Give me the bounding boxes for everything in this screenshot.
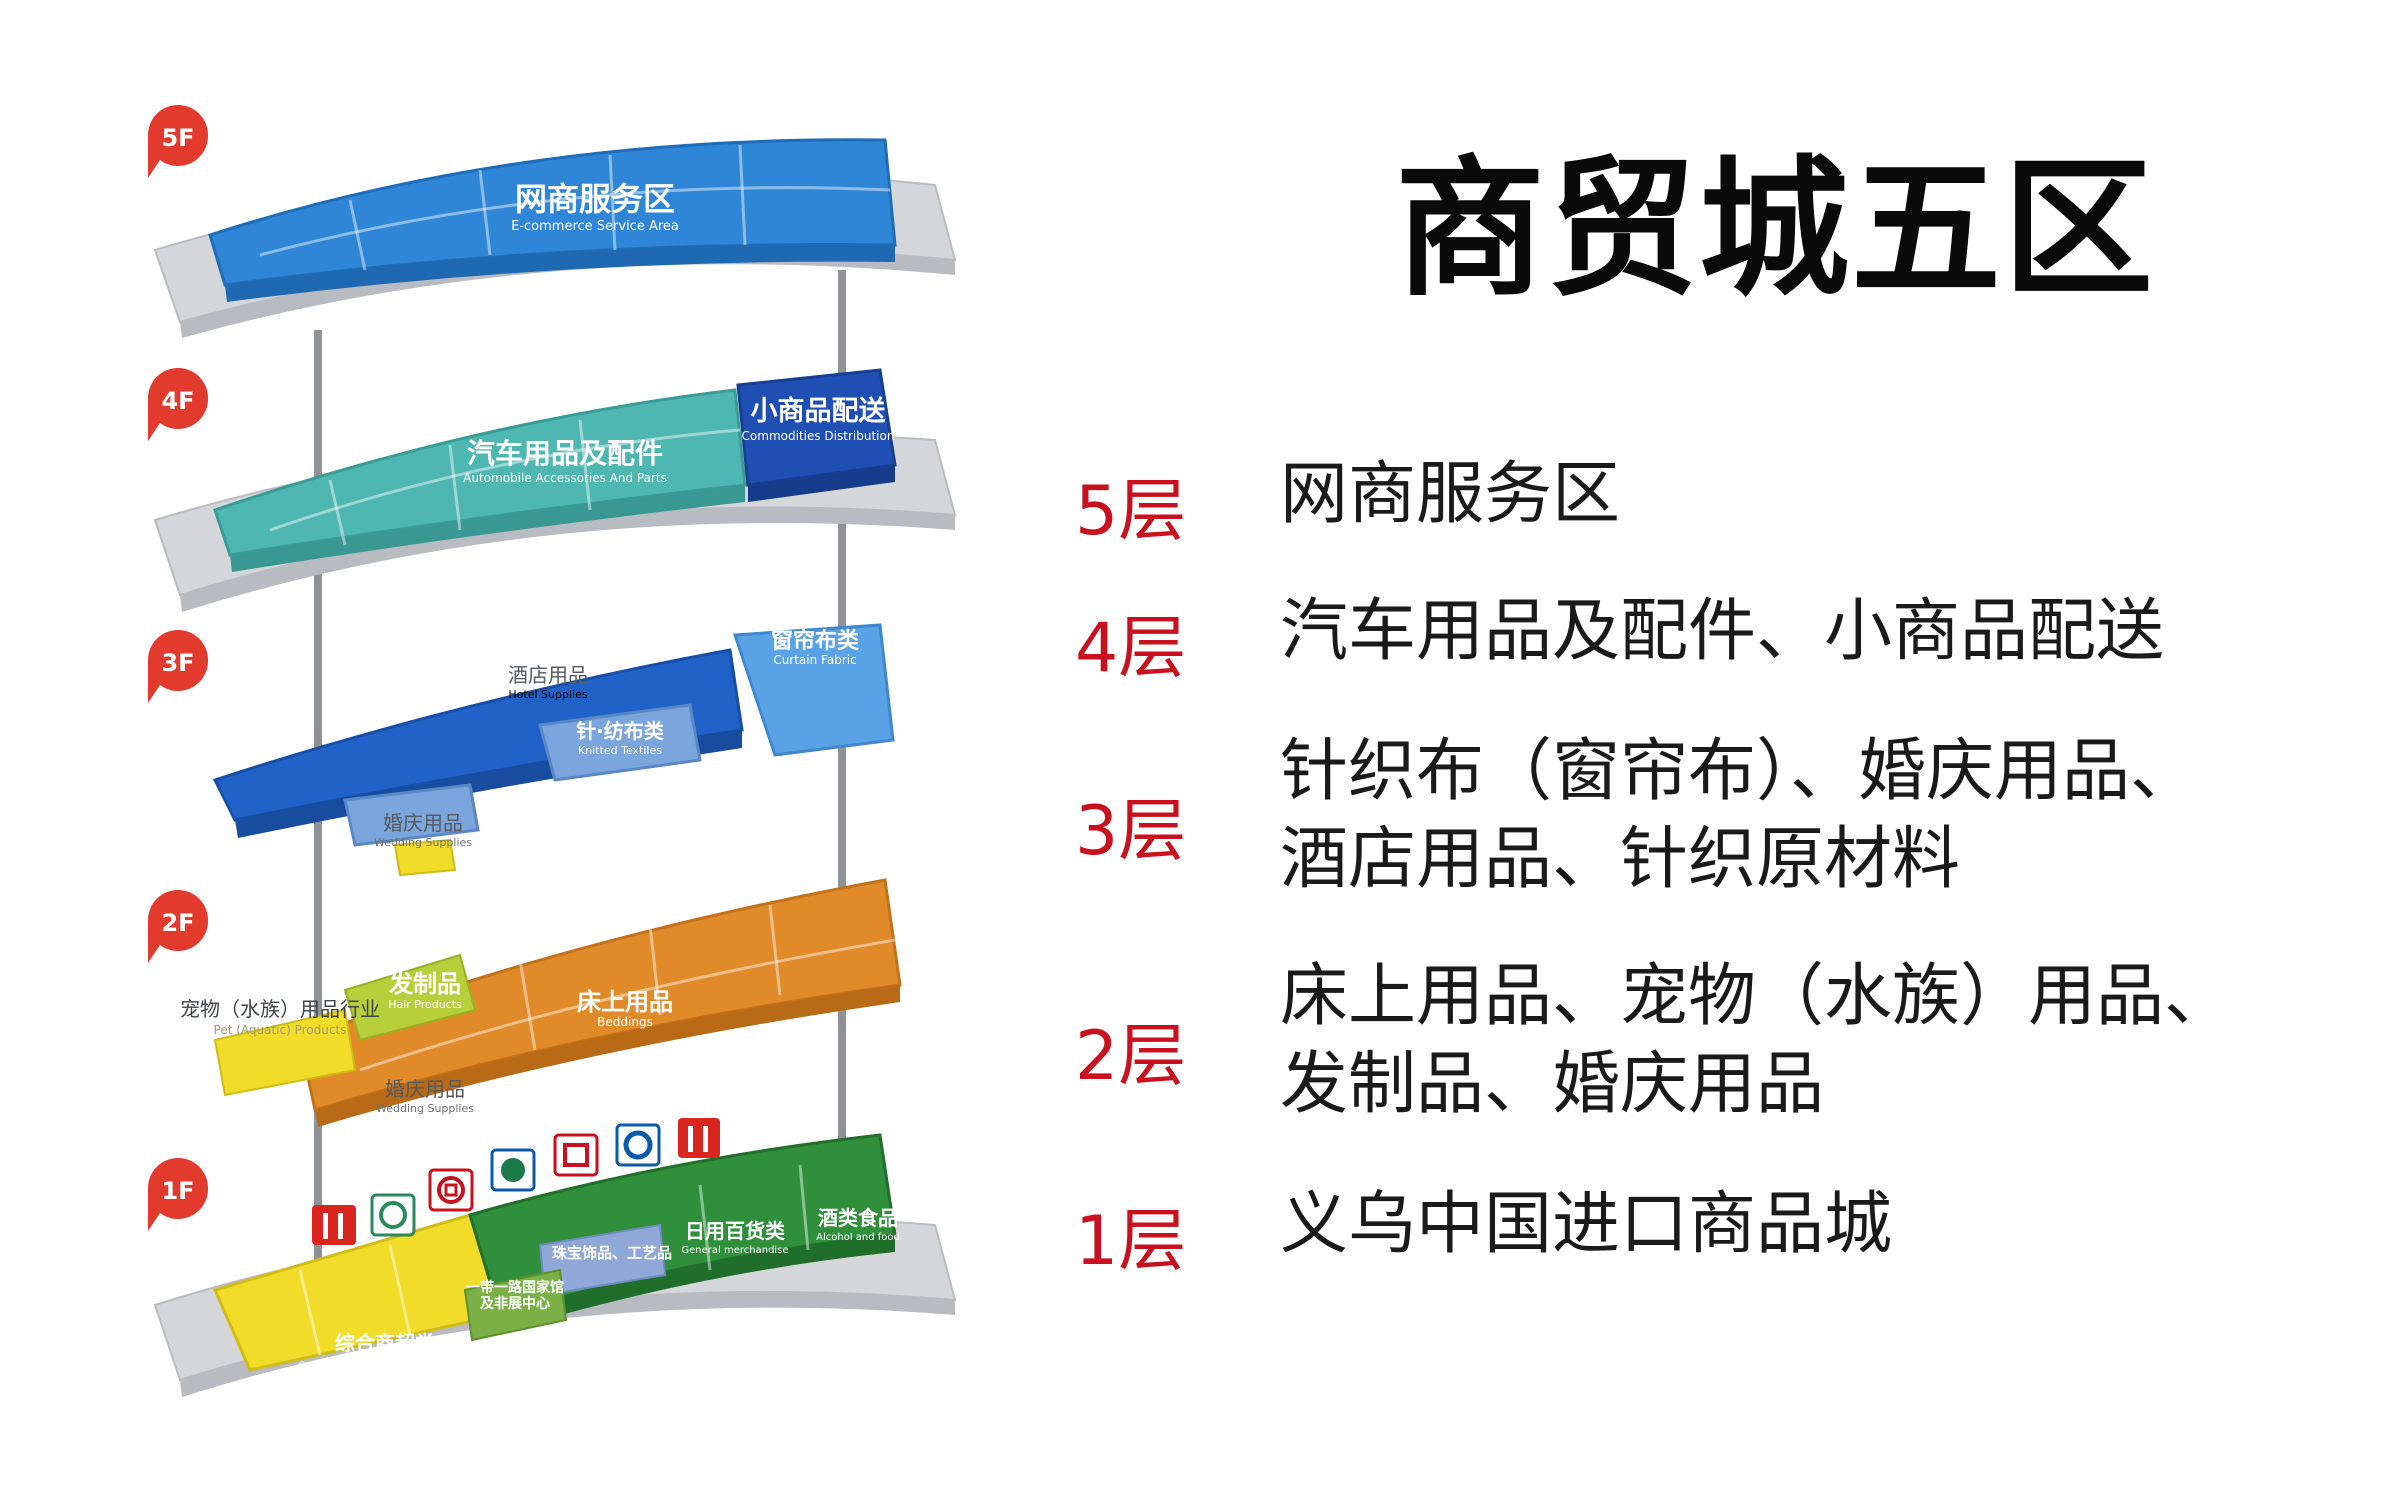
zone-block — [736, 368, 897, 487]
bank-icon — [553, 1133, 599, 1177]
zone-label-en: Curtain Fabric — [773, 653, 856, 667]
zone-label-en: Hotel Supplies — [508, 688, 587, 701]
zone-block — [393, 838, 457, 877]
zone-label-zh: 珠宝饰品、工艺品 — [552, 1244, 672, 1262]
zone-label-zh: 针·纺布类 — [576, 719, 664, 743]
bank-icon — [490, 1148, 536, 1192]
zone-label-en: Wedding Supplies — [374, 836, 472, 849]
floor-label-2: 2层 — [1075, 1017, 1187, 1096]
bank-icon — [370, 1193, 416, 1237]
restaurant-icon — [678, 1118, 720, 1158]
svg-text:5F: 5F — [161, 124, 194, 152]
zone-label-zh: 发制品 — [388, 970, 461, 998]
floor-description-line: 网商服务区 — [1280, 455, 1621, 534]
floor-1f: 酒类食品 Alcohol and food 日用百货类 General merc… — [153, 1118, 957, 1397]
floor-label-1: 1层 — [1075, 1202, 1187, 1281]
floor-description-5: 网商服务区 — [1280, 451, 1620, 539]
floor-4f: 汽车用品及配件 Automobile Accessories And Parts… — [153, 368, 957, 612]
floor-3f: 窗帘布类 Curtain Fabric 酒店用品 Hotel Supplies … — [212, 623, 895, 877]
svg-text:4F: 4F — [161, 387, 194, 415]
zone-label-zh: 汽车用品及配件 — [467, 437, 663, 470]
zone-block-side — [748, 465, 895, 502]
zone-label-zh: 综合商超类 — [335, 1331, 435, 1355]
floor-label-5: 5层 — [1075, 472, 1187, 551]
floor-badge-2f: 2F — [148, 890, 209, 963]
floor-description-4: 汽车用品及配件、小商品配送 — [1280, 588, 2164, 676]
floor-description-2: 床上用品、宠物（水族）用品、 发制品、婚庆用品 — [1280, 953, 2232, 1129]
floor-description-3: 针织布（窗帘布）、婚庆用品、 酒店用品、针织原材料 — [1280, 728, 2198, 904]
zone-label-zh: 酒店用品 — [508, 663, 588, 687]
zone-label-zh: 床上用品 — [577, 988, 673, 1016]
floor-5f: 网商服务区 E-commerce Service Area — [153, 138, 957, 338]
zone-label-en: Alcohol and food — [816, 1232, 900, 1243]
zone-label-en: Beddings — [597, 1015, 653, 1029]
floor-badge-5f: 5F — [148, 105, 209, 178]
zone-label-zh: 婚庆用品 — [385, 1077, 465, 1101]
zone-label-en: Wedding Supplies — [376, 1102, 474, 1115]
zone-label-en: Commodities Distribution — [742, 429, 895, 443]
zone-label-zh: 宠物（水族）用品行业 — [180, 997, 380, 1021]
floor-label-3: 3层 — [1075, 792, 1187, 871]
zone-block-side — [230, 485, 745, 572]
floor-badge-4f: 4F — [148, 368, 209, 441]
floor-description-line: 汽车用品及配件、小商品配送 — [1280, 592, 2165, 671]
floor-description-line: 义乌中国进口商品城 — [1280, 1185, 1893, 1264]
zone-label-zh: 日用百货类 — [685, 1219, 785, 1243]
zone-label-zh: 网商服务区 — [515, 180, 675, 218]
zone-block — [732, 623, 895, 757]
svg-text:1F: 1F — [161, 1177, 194, 1205]
zone-label-en: Hair Products — [388, 998, 462, 1011]
floor-description-line: 酒店用品、针织原材料 — [1280, 820, 1961, 899]
zone-label-zh: 窗帘布类 — [771, 628, 860, 654]
zone-label-zh: 婚庆用品 — [383, 811, 463, 835]
zone-block — [343, 953, 477, 1042]
bank-icon — [615, 1123, 661, 1167]
zone-label-en: Knitted Textiles — [578, 744, 662, 757]
zone-block-side — [315, 985, 900, 1127]
zone-label-en: Pet (Aquatic) Products — [214, 1023, 347, 1037]
zone-block — [463, 1268, 568, 1342]
floor-label-4: 4层 — [1075, 609, 1187, 688]
page-title: 商贸城五区 — [1395, 143, 2156, 317]
zone-block — [213, 1008, 357, 1097]
zone-label-zh: 酒类食品 — [818, 1206, 898, 1230]
zone-label-en: General merchandise — [681, 1245, 788, 1256]
floor-badge-3f: 3F — [148, 630, 209, 703]
restaurant-icon — [312, 1205, 356, 1245]
svg-text:2F: 2F — [161, 909, 194, 937]
floor-2f: 发制品 Hair Products 宠物（水族）用品行业 Pet (Aquati… — [180, 878, 902, 1127]
zone-label-zh: 及非展中心 — [480, 1295, 550, 1312]
bank-of-china-icon — [428, 1168, 474, 1212]
zone-block-side — [225, 244, 895, 302]
zone-label-en: Automobile Accessories And Parts — [463, 471, 667, 485]
floor-description-line: 针织布（窗帘布）、婚庆用品、 — [1280, 732, 2199, 811]
zone-block — [343, 783, 480, 847]
zone-label-zh: 一带一路国家馆 — [466, 1279, 564, 1296]
zone-label-en: Comprehensive supermarket category — [299, 1361, 473, 1371]
zone-label-en: E-commerce Service Area — [511, 219, 679, 234]
floor-diagram: 网商服务区 E-commerce Service Area 汽车用品及配件 Au… — [148, 105, 957, 1397]
floor-description-1: 义乌中国进口商品城 — [1280, 1181, 1892, 1269]
zone-block-side — [500, 1235, 895, 1332]
svg-text:3F: 3F — [161, 649, 194, 677]
floor-slab-edge — [180, 507, 955, 612]
zone-label-zh: 小商品配送 — [751, 396, 886, 427]
zone-block — [538, 703, 702, 782]
floor-description-line: 发制品、婚庆用品 — [1280, 1045, 1825, 1124]
floor-description-line: 床上用品、宠物（水族）用品、 — [1280, 957, 2233, 1036]
floor-badge-1f: 1F — [148, 1158, 209, 1231]
